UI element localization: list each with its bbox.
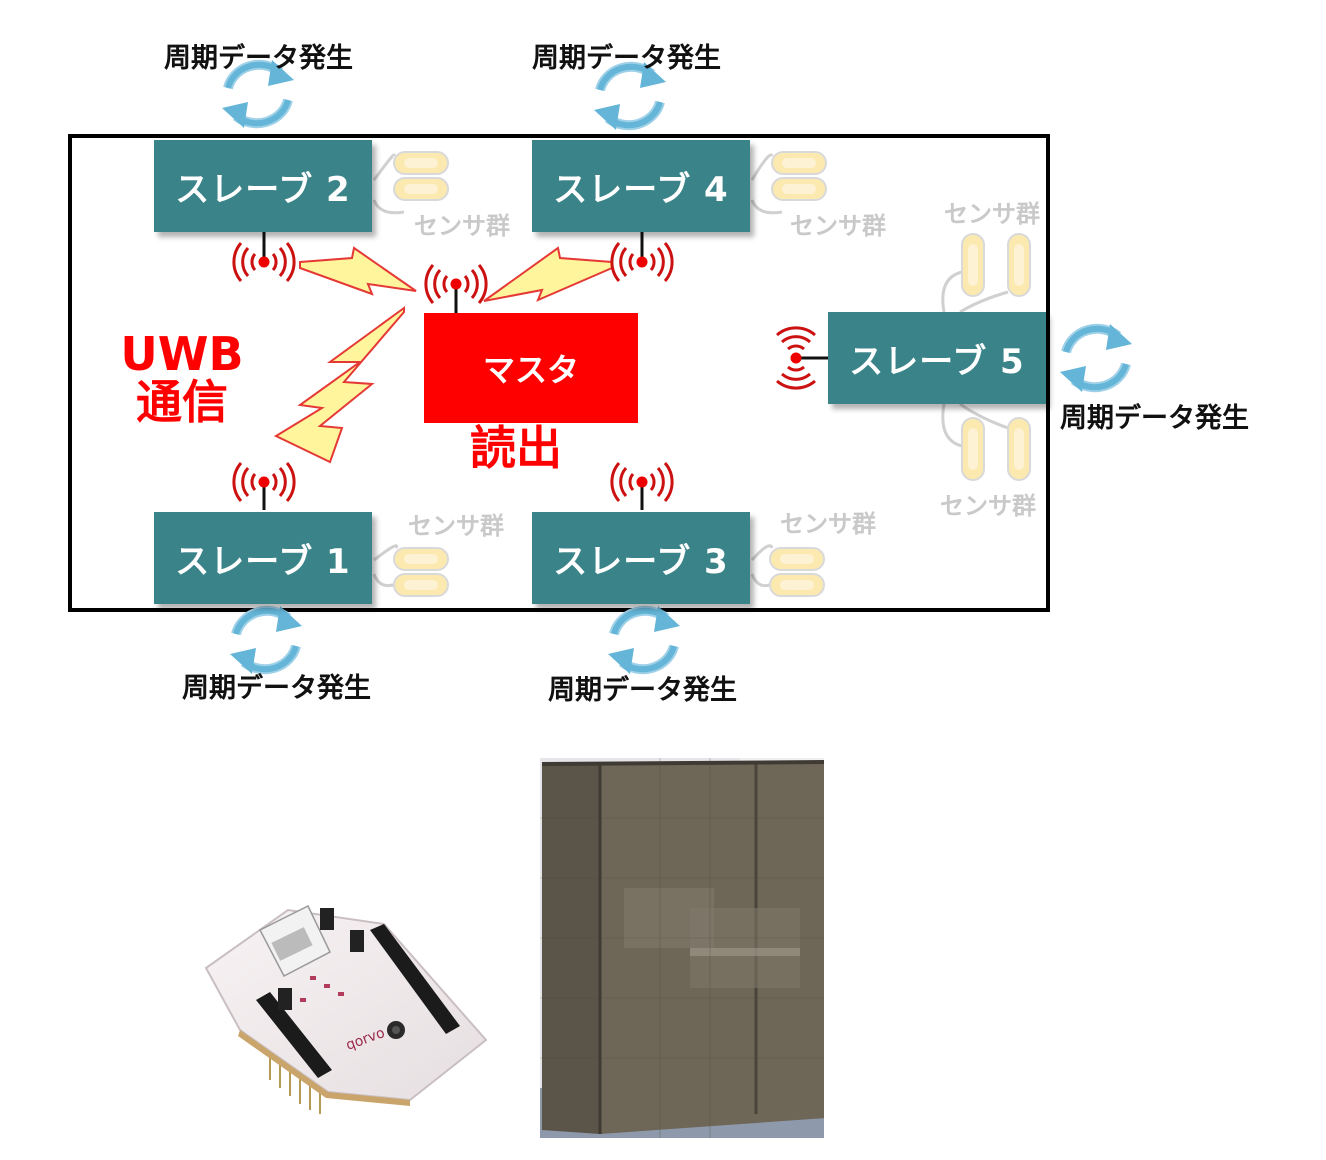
- slave-2-box: スレーブ 2: [154, 140, 372, 232]
- slave-1-box: スレーブ 1: [154, 512, 372, 604]
- sensor-label-slave4: センサ群: [790, 212, 886, 240]
- read-label: 読出: [470, 421, 562, 475]
- slave-3-label: スレーブ 3: [553, 541, 729, 582]
- lightning-slave4: [483, 246, 613, 302]
- sensor-label-slave1: センサ群: [408, 512, 504, 540]
- cycle-label-slave1: 周期データ発生: [182, 673, 371, 704]
- cycle-label-slave4: 周期データ発生: [532, 43, 721, 74]
- uwb-label-line1: UWB: [120, 327, 244, 381]
- slave-2-label: スレーブ 2: [175, 169, 351, 210]
- slave-4-box: スレーブ 4: [532, 140, 750, 232]
- slave-1-label: スレーブ 1: [175, 541, 351, 582]
- shielded-enclosure-photo: [540, 758, 824, 1138]
- cycle-label-slave3: 周期データ発生: [548, 675, 737, 706]
- uwb-label-line2: 通信: [136, 375, 228, 430]
- slave-4-label: スレーブ 4: [553, 169, 729, 210]
- sensor-label-slave5-bottom: センサ群: [940, 492, 1036, 520]
- sensor-label-slave2: センサ群: [414, 212, 510, 240]
- sensor-label-slave3: センサ群: [780, 510, 876, 538]
- sensor-label-slave5-top: センサ群: [944, 200, 1040, 228]
- slave-5-label: スレーブ 5: [849, 341, 1025, 382]
- cycle-label-slave2: 周期データ発生: [164, 43, 353, 74]
- master-label: マスタ: [482, 351, 579, 389]
- uwb-module-board-photo: qorvo: [204, 904, 488, 1114]
- network-frame: [68, 134, 1050, 612]
- master-box: マスタ: [424, 313, 638, 423]
- slave-5-box: スレーブ 5: [828, 312, 1046, 404]
- lightning-slave1: [273, 306, 405, 464]
- slave-3-box: スレーブ 3: [532, 512, 750, 604]
- lightning-slave2: [299, 246, 417, 296]
- uwb-label: UWB 通信: [112, 330, 252, 427]
- cycle-label-slave5: 周期データ発生: [1060, 403, 1249, 434]
